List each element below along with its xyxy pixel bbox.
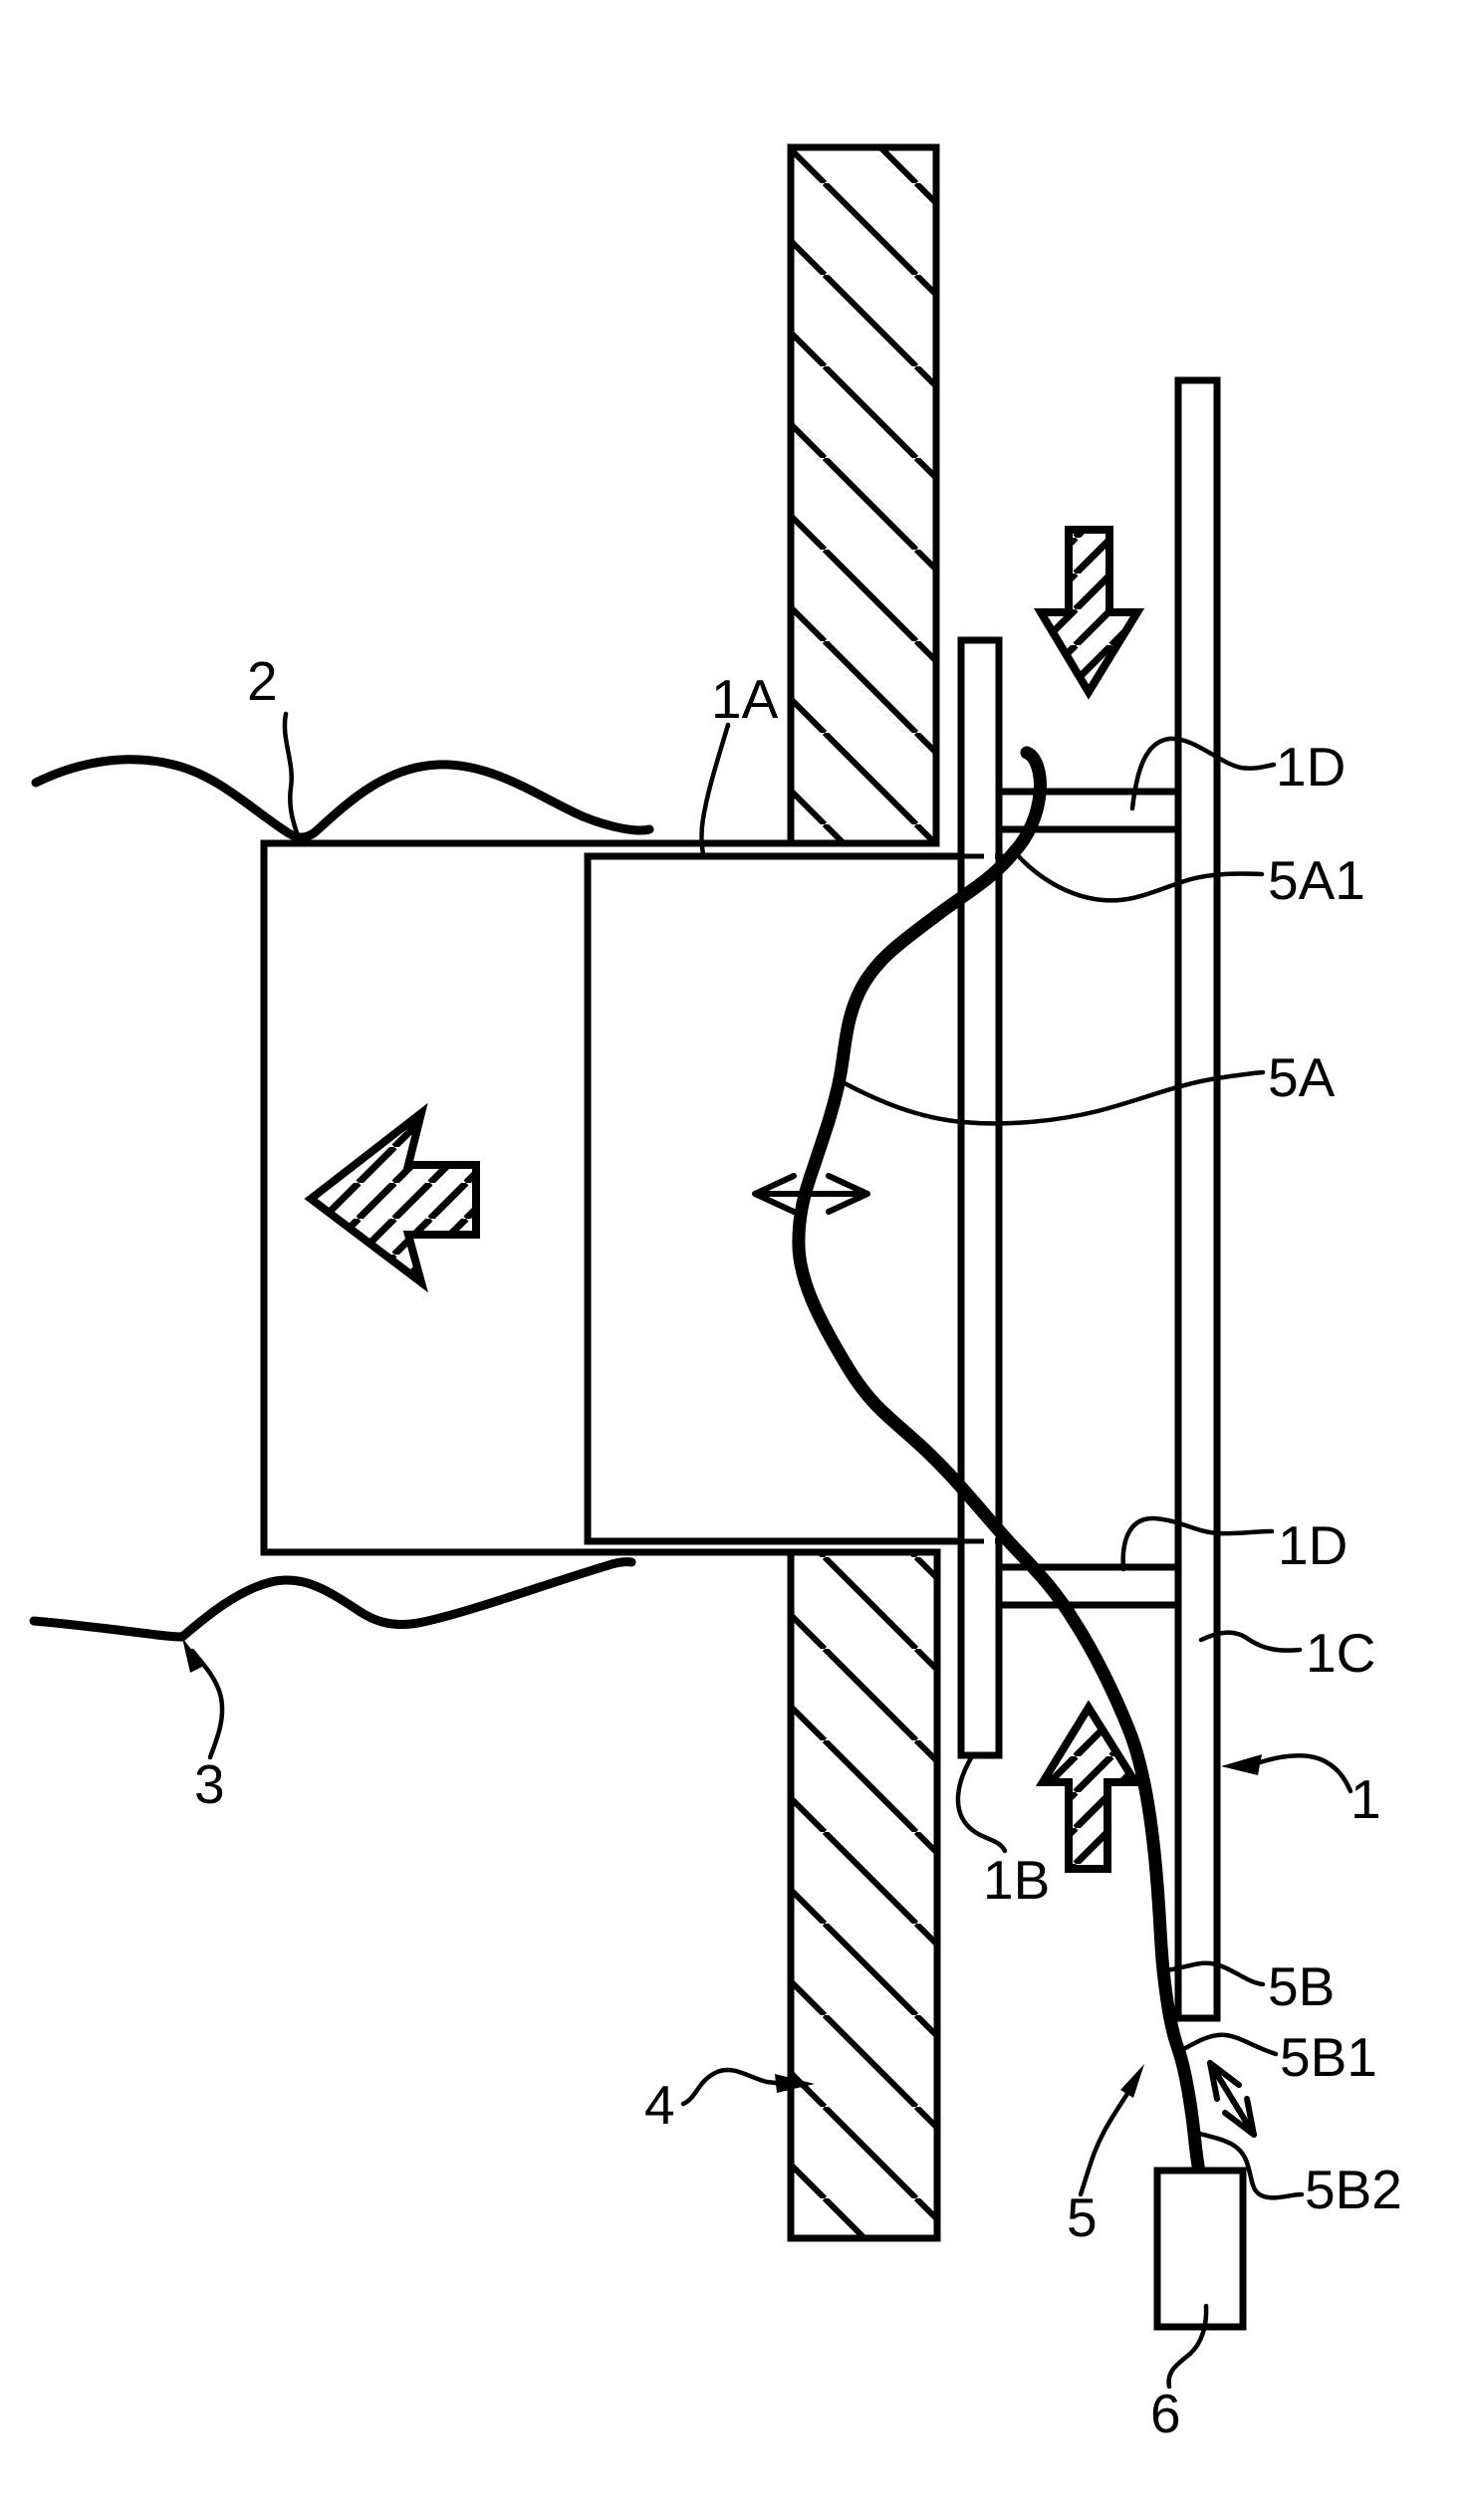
leader-2 [282, 711, 303, 844]
ref-label-1: 1 [1350, 1768, 1381, 1830]
down-motion-arrow-icon [1033, 526, 1145, 700]
leader-5B1 [1177, 2032, 1279, 2057]
cable-5 [792, 746, 1206, 2179]
frame-1A-outline [584, 852, 961, 1545]
plate-1B [957, 636, 1003, 1759]
leader-3 [182, 1638, 225, 1760]
ref-label-1D-top: 1D [1276, 736, 1346, 798]
ref-label-5B: 5B [1268, 1955, 1335, 2017]
break-line-upper [31, 755, 654, 842]
left-motion-arrow-icon [304, 1102, 480, 1293]
ref-label-5B1: 5B1 [1280, 2026, 1377, 2088]
ref-label-5A: 5A [1268, 1046, 1336, 1108]
leader-1D-bottom [1120, 1515, 1275, 1572]
leader-5 [1078, 2064, 1144, 2197]
ref-label-3: 3 [194, 1753, 225, 1815]
bracket-1D-bottom [999, 1563, 1178, 1609]
leader-1C [1198, 1630, 1303, 1653]
leader-5A1 [1013, 850, 1265, 903]
ref-label-5: 5 [1067, 2186, 1098, 2248]
ref-label-2: 2 [247, 650, 278, 712]
wall-lower-section [787, 1548, 941, 2242]
ref-label-1A: 1A [711, 668, 779, 730]
leader-1A [699, 722, 731, 857]
leader-5B2 [1193, 2130, 1305, 2200]
ref-label-6: 6 [1150, 2383, 1181, 2444]
leader-1 [1221, 1753, 1353, 1794]
leader-5B [1161, 1960, 1266, 1987]
leader-6 [1166, 2303, 1209, 2390]
ref-label-5B2: 5B2 [1305, 2159, 1402, 2220]
panel-1C [1174, 376, 1221, 2022]
ref-label-5A1: 5A1 [1268, 849, 1365, 911]
ref-label-4: 4 [644, 2074, 675, 2136]
leader-1B [955, 1753, 1008, 1854]
connector-6 [1153, 2167, 1247, 2331]
leader-1D-top [1129, 736, 1277, 811]
diagonal-double-arrow-icon [1207, 2060, 1257, 2138]
body-2-outline [260, 839, 936, 1556]
break-line-lower [29, 1557, 636, 1642]
wall-upper-section [787, 143, 940, 847]
ref-label-1B: 1B [983, 1849, 1050, 1911]
up-motion-arrow-icon [1035, 1700, 1143, 1873]
leader-5A [842, 1069, 1266, 1126]
leader-4 [680, 2067, 815, 2107]
ref-label-1D-bottom: 1D [1278, 1514, 1348, 1576]
ref-label-1C: 1C [1306, 1622, 1375, 1684]
